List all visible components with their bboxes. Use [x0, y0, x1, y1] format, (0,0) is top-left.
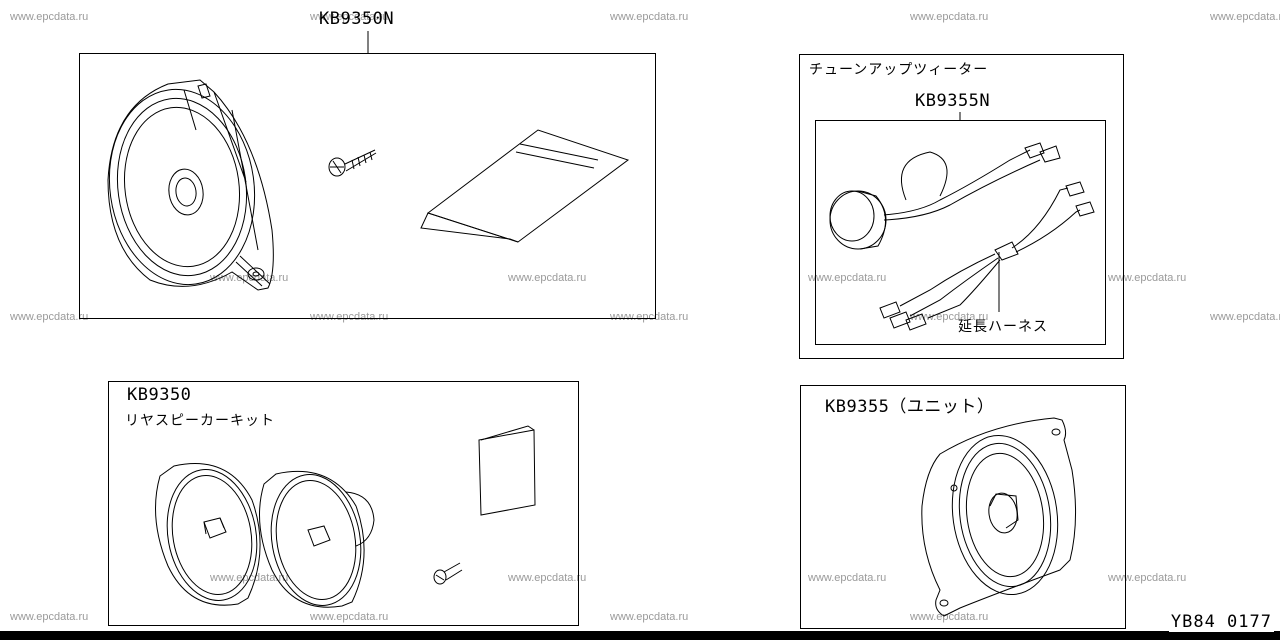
watermark: www.epcdata.ru	[808, 272, 887, 284]
rear-screw-drawing	[433, 562, 463, 585]
tweeter-inner-panel	[815, 120, 1106, 345]
speaker-unit-drawing	[921, 417, 1077, 617]
watermark: www.epcdata.ru	[610, 311, 689, 323]
watermark: www.epcdata.ru	[610, 11, 689, 23]
watermark: www.epcdata.ru	[10, 611, 89, 623]
watermark: www.epcdata.ru	[808, 572, 887, 584]
bottom-border-bar	[0, 631, 1280, 640]
watermark: www.epcdata.ru	[10, 311, 89, 323]
speaker-unit-panel	[800, 385, 1126, 629]
tweeter-part-number: KB9355N	[915, 91, 991, 111]
tweeter-title: チューンアップツィーター	[809, 62, 989, 78]
extension-harness-label: 延長ハーネス	[958, 319, 1048, 335]
rear-speaker-left-drawing	[155, 463, 261, 606]
rear-kit-part-number: KB9350	[127, 385, 192, 405]
watermark: www.epcdata.ru	[310, 11, 389, 23]
watermark: www.epcdata.ru	[310, 311, 389, 323]
screw-drawing	[328, 149, 377, 177]
diagram-code: YB84 0177	[1168, 612, 1274, 632]
watermark: www.epcdata.ru	[1108, 272, 1187, 284]
instruction-sheet-drawing	[420, 129, 630, 243]
watermark: www.epcdata.ru	[1108, 572, 1187, 584]
tweeter-outer-panel	[799, 54, 1124, 359]
watermark: www.epcdata.ru	[910, 311, 989, 323]
rear-kit-title: リヤスピーカーキット	[125, 413, 275, 429]
unit-part-number: KB9355（ユニット）	[825, 397, 995, 417]
watermark: www.epcdata.ru	[610, 611, 689, 623]
watermark: www.epcdata.ru	[1210, 311, 1280, 323]
rear-speaker-right-drawing	[259, 470, 375, 608]
watermark: www.epcdata.ru	[910, 11, 989, 23]
rear-speaker-kit-panel	[108, 381, 579, 626]
top-kit-part-number: KB9350N	[319, 9, 395, 29]
watermark: www.epcdata.ru	[508, 572, 587, 584]
watermark: www.epcdata.ru	[1210, 11, 1280, 23]
tweeter-drawing	[829, 142, 1095, 331]
watermark: www.epcdata.ru	[910, 611, 989, 623]
info-card-drawing	[478, 425, 536, 516]
front-speaker-drawing	[107, 79, 274, 291]
watermark: www.epcdata.ru	[10, 11, 89, 23]
watermark: www.epcdata.ru	[210, 272, 289, 284]
speaker-kit-panel	[79, 53, 656, 319]
watermark: www.epcdata.ru	[310, 611, 389, 623]
watermark: www.epcdata.ru	[508, 272, 587, 284]
